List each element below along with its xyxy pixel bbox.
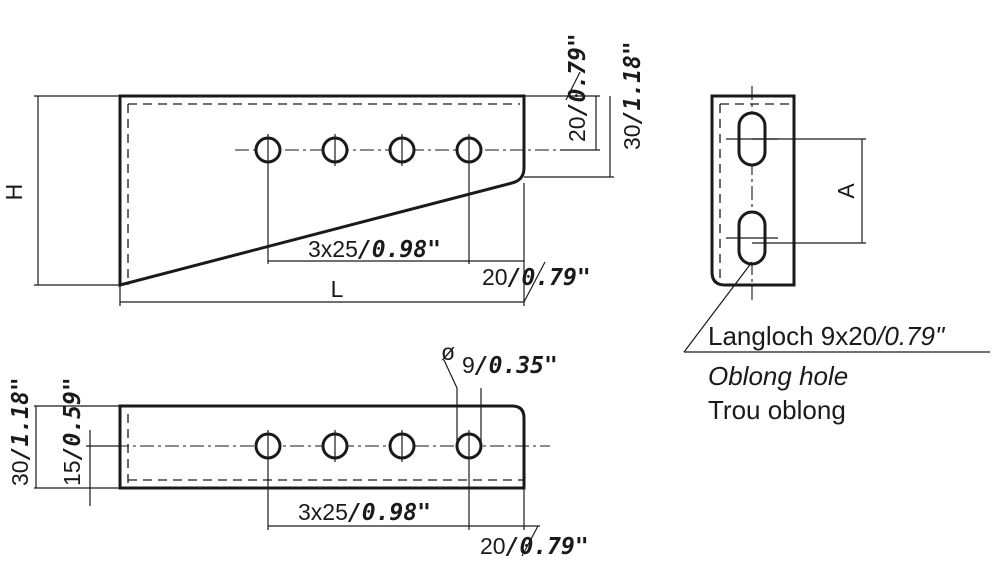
slot-label-de: Langloch 9x20/0.79" — [708, 321, 946, 351]
top-center-offset: 15/0.59" — [59, 377, 86, 486]
top-view-outline — [118, 404, 526, 490]
slot-label-fr: Trou oblong — [708, 395, 846, 425]
side-hole-pitch: 3x25/0.98" — [308, 236, 441, 263]
end-view-outline — [710, 94, 796, 287]
top-end-offset: 20/0.79" — [480, 533, 589, 560]
height-label: H — [1, 184, 27, 201]
length-label: L — [331, 276, 344, 302]
top-hole-dia: 9/0.35" — [462, 352, 558, 379]
top-view: 30/1.18" 15/0.59" ø 9/0.35" 3x25/0.98" 2… — [7, 339, 589, 560]
side-end-offset: 20/0.79" — [482, 264, 591, 291]
slot-label-en: Oblong hole — [708, 361, 848, 391]
spacing-label: A — [833, 183, 859, 199]
top-width: 30/1.18" — [7, 377, 34, 486]
side-view-outline — [118, 94, 526, 287]
side-top-offset-1: 20/0.79" — [564, 33, 591, 142]
end-view: A Langloch 9x20/0.79" Oblong hole Trou o… — [683, 86, 990, 425]
dia-symbol: ø — [441, 339, 455, 365]
top-hole-pitch: 3x25/0.98" — [298, 499, 431, 526]
side-view: H L 3x25/0.98" 20/0.79" 20/0.79" 30/1.18… — [1, 33, 646, 306]
side-top-offset-2: 30/1.18" — [619, 41, 646, 150]
side-view-hidden-edge — [127, 103, 520, 285]
